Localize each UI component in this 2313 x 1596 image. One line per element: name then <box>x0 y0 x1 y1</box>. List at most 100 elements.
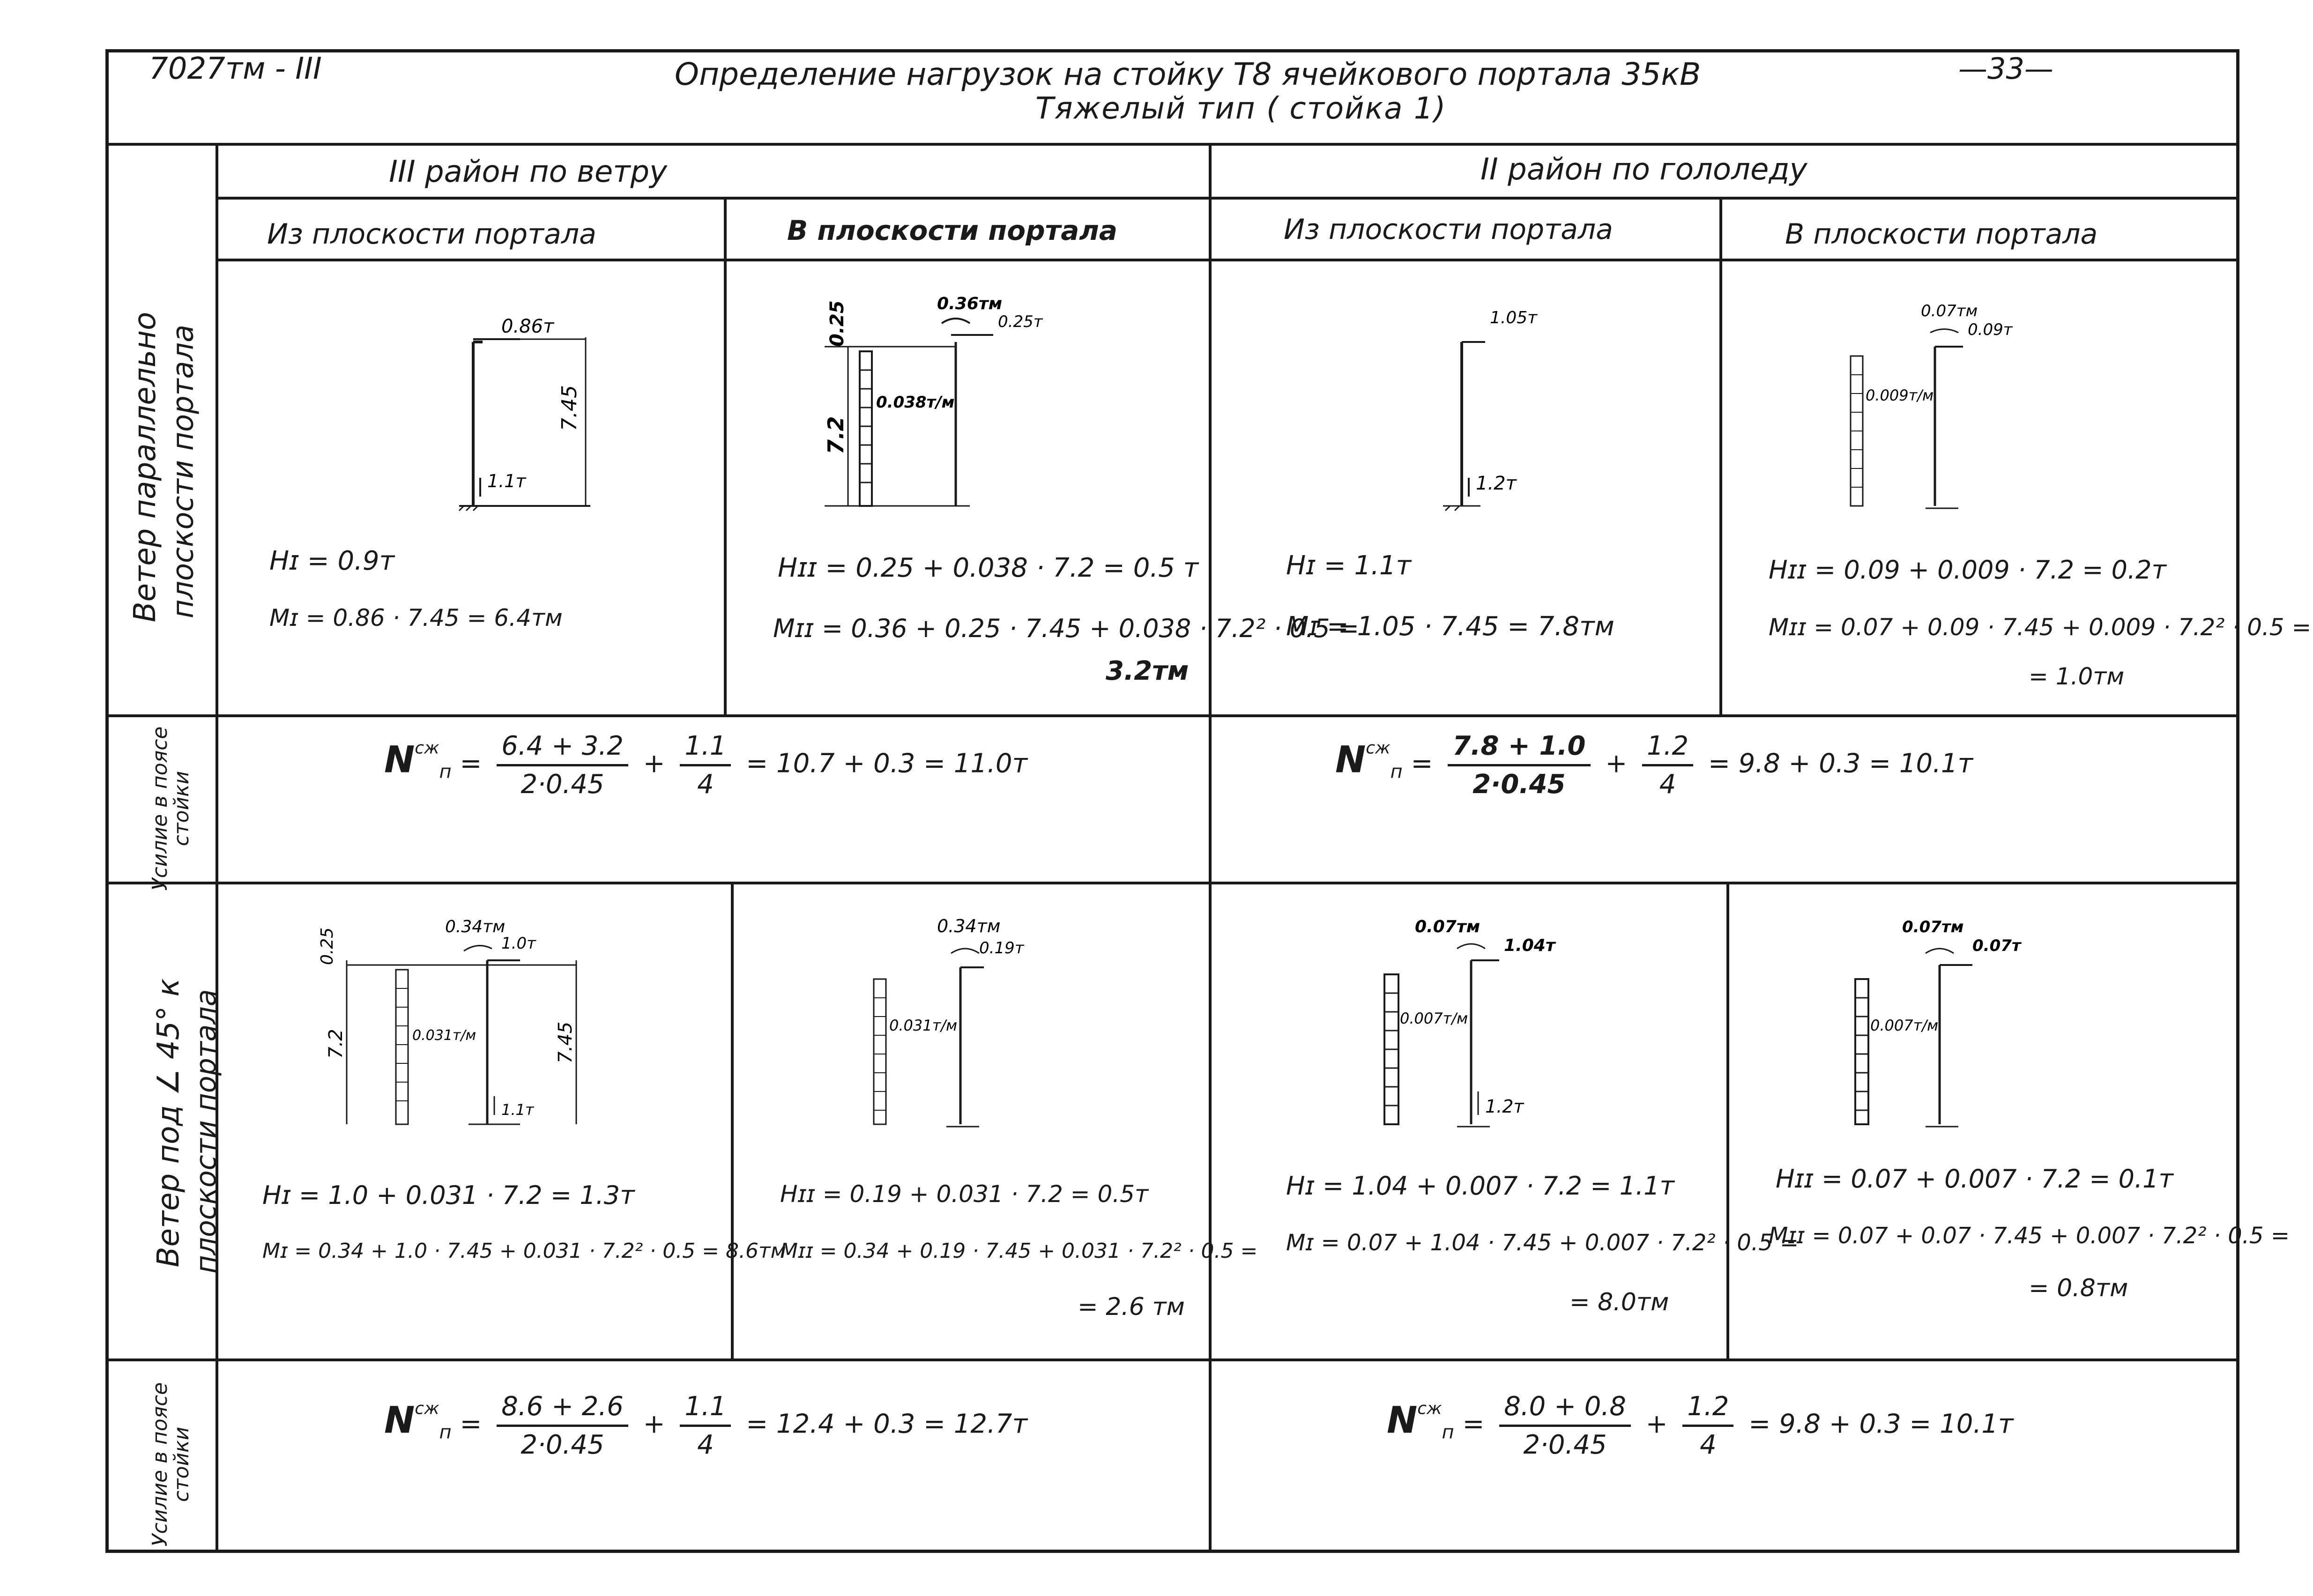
r1c4-moment: 0.07тм <box>1921 302 1978 320</box>
r3c4-h-formula: Hɪɪ = 0.07 + 0.007 · 7.2 = 0.1т <box>1776 1164 2173 1194</box>
r1c3-top-force: 1.05т <box>1490 308 1538 327</box>
page-title: Определение нагрузок на стойку Т8 ячейко… <box>675 56 1701 92</box>
r1c2-distributed: 0.038т/м <box>876 393 954 412</box>
r3c2-h-formula: Hɪɪ = 0.19 + 0.031 · 7.2 = 0.5т <box>780 1180 1149 1208</box>
rule-zone-split <box>1209 143 1212 1553</box>
force-sub: п <box>439 761 452 783</box>
numerator: 7.8 + 1.0 <box>1448 731 1591 766</box>
force-sup: сж <box>1417 1399 1442 1418</box>
force-result: = 9.8 + 0.3 = 10.1т <box>1748 1409 2014 1440</box>
r3c1-top-force: 1.0т <box>501 934 536 953</box>
r3c2-distributed: 0.031т/м <box>889 1017 957 1034</box>
force-sup: сж <box>1366 738 1391 758</box>
row4-label: Усилие в поясе стойки <box>148 1382 193 1547</box>
r3c3-moment: 0.07тм <box>1415 917 1480 936</box>
rule-row1 <box>105 714 2239 717</box>
r1c4-h-formula: Hɪɪ = 0.09 + 0.009 · 7.2 = 0.2т <box>1769 555 2166 585</box>
r1c2-offset: 0.25 <box>826 300 848 347</box>
r3c4-moment: 0.07тм <box>1902 918 1963 936</box>
r1c2-height: 7.2 <box>823 416 848 455</box>
r1c3-h-formula: Hɪ = 1.1т <box>1286 550 1412 581</box>
r3c1-offset: 0.25 <box>318 928 337 965</box>
denominator: 2·0.45 <box>1473 769 1566 800</box>
col-header-in-plane-1: В плоскости портала <box>787 215 1118 246</box>
denominator: 4 <box>1700 1430 1717 1460</box>
numerator: 8.0 + 0.8 <box>1499 1391 1631 1427</box>
numerator: 1.2 <box>1682 1391 1734 1427</box>
r1c1-top-force: 0.86т <box>501 316 555 337</box>
r3c1-distributed: 0.031т/м <box>412 1027 476 1044</box>
r3c1-bottom-force: 1.1т <box>501 1101 535 1119</box>
denominator: 2·0.45 <box>521 1430 604 1460</box>
force-result: = 10.7 + 0.3 = 11.0т <box>746 748 1028 779</box>
r3c4-m-result: = 0.8тм <box>2029 1274 2128 1302</box>
rule-row2 <box>105 882 2239 884</box>
force-sub: п <box>1442 1421 1454 1443</box>
force-sup: сж <box>415 1399 439 1418</box>
force-sub: п <box>439 1421 452 1443</box>
document-code: 7027тм - III <box>149 52 322 86</box>
row1-label-a: Ветер параллельно <box>128 312 163 623</box>
r1c1-m-formula: Mɪ = 0.86 · 7.45 = 6.4тм <box>269 604 563 631</box>
r1c1-bottom-force: 1.1т <box>487 471 527 491</box>
row3-label-b: плоскости портала <box>190 989 223 1274</box>
r3c3-distributed: 0.007т/м <box>1400 1010 1468 1027</box>
r3c1-h-formula: Hɪ = 1.0 + 0.031 · 7.2 = 1.3т <box>262 1180 635 1210</box>
rule-subheader <box>216 259 2239 261</box>
r3c2-m-formula: Mɪɪ = 0.34 + 0.19 · 7.45 + 0.031 · 7.2² … <box>780 1239 1258 1263</box>
denominator: 4 <box>697 769 714 800</box>
r1c2-moment: 0.36тм <box>937 294 1002 313</box>
rule-col1 <box>724 197 727 716</box>
row1-label-b: плоскости портала <box>165 324 200 619</box>
col-header-out-of-plane-2: Из плоскости портала <box>1284 213 1613 246</box>
denominator: 4 <box>1659 769 1676 800</box>
numerator: 1.1 <box>680 1391 731 1427</box>
diagram-r3c1: 0.34тм 1.0т 0.25 7.2 7.45 0.031т/м 1.1т <box>318 917 577 1125</box>
r1c1-h-formula: Hɪ = 0.9т <box>269 546 395 576</box>
r1c2-h-formula: Hɪɪ = 0.25 + 0.038 · 7.2 = 0.5 т <box>778 553 1199 583</box>
rule-col3b <box>1726 882 1729 1359</box>
diagram-r1c4: 0.07тм 0.09т 0.009т/м <box>1850 302 2013 509</box>
r1c4-top-force: 0.09т <box>1968 320 2013 339</box>
denominator: 4 <box>697 1430 714 1460</box>
r1c2-m-result: 3.2тм <box>1106 656 1189 686</box>
diagram-r1c1: 0.86т 7.45 1.1т <box>458 316 590 512</box>
rule-col3 <box>1719 197 1722 716</box>
r3c3-bottom-force: 1.2т <box>1485 1096 1525 1117</box>
r3c3-m-formula: Mɪ = 0.07 + 1.04 · 7.45 + 0.007 · 7.2² ·… <box>1286 1230 1799 1256</box>
r3c3-h-formula: Hɪ = 1.04 + 0.007 · 7.2 = 1.1т <box>1286 1171 1674 1201</box>
r3c3-top-force: 1.04т <box>1504 936 1556 955</box>
r3c2-moment: 0.34тм <box>937 916 1000 936</box>
r3c2-top-force: 0.19т <box>979 939 1025 958</box>
wind-zone-header: III район по ветру <box>389 155 667 189</box>
rule-label-col <box>216 143 218 1553</box>
r3c3-m-result: = 8.0тм <box>1569 1288 1669 1316</box>
force-symbol: N <box>1387 1399 1418 1442</box>
diagram-r1c2: 0.36тм 0.25т 0.25 7.2 0.038т/м <box>823 294 1043 507</box>
r1c4-distributed: 0.009т/м <box>1866 386 1934 404</box>
r1c3-bottom-force: 1.2т <box>1476 473 1517 494</box>
r1c1-height: 7.45 <box>558 385 581 431</box>
row2-label: Усилие в поясе стойки <box>148 726 193 891</box>
r1c4-m-formula: Mɪɪ = 0.07 + 0.09 · 7.45 + 0.009 · 7.2² … <box>1769 614 2312 641</box>
r1c2-top-force: 0.25т <box>998 312 1043 331</box>
diagram-r3c3: 0.07тм 1.04т 0.007т/м 1.2т <box>1383 917 1556 1128</box>
r1c4-m-result: = 1.0тм <box>2029 663 2125 690</box>
r3c4-top-force: 0.07т <box>1972 936 2022 955</box>
rule-zone <box>216 197 2239 200</box>
force-sub: п <box>1390 761 1403 783</box>
r3c1-moment: 0.34тм <box>445 917 505 936</box>
r1c3-m-formula: Mɪ = 1.05 · 7.45 = 7.8тм <box>1286 611 1614 642</box>
numerator: 8.6 + 2.6 <box>497 1391 628 1427</box>
page-number: —33— <box>1958 52 2053 86</box>
